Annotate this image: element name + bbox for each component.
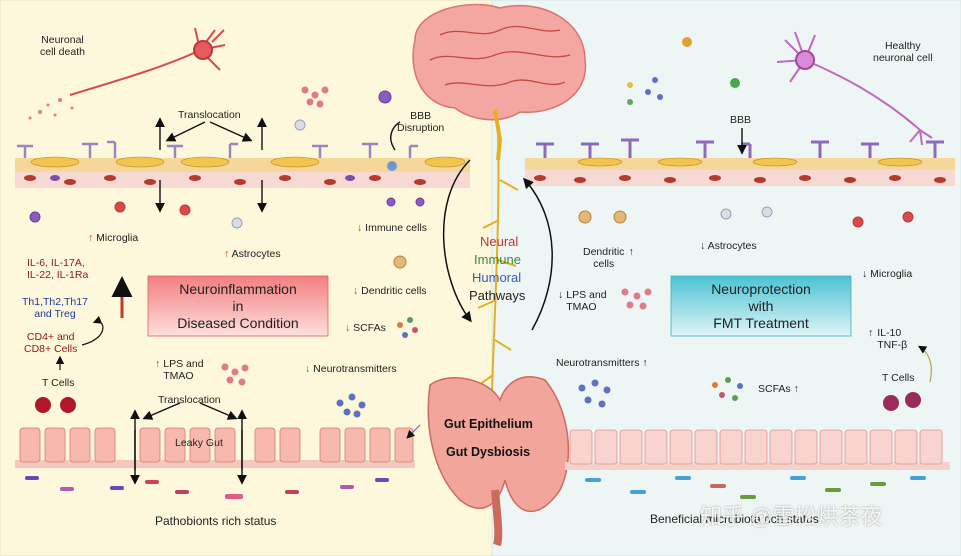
humoral-label: Humoral [472, 270, 522, 285]
dendritic-cells [393, 210, 627, 269]
t-cells-left-label: T Cells [42, 377, 75, 389]
bbb-disruption-label: BBB Disruption [397, 110, 445, 134]
bbb-layer-right [525, 138, 955, 186]
th-cells-label: Th1,Th2,Th17 and Treg [22, 296, 88, 320]
colored-cells-top-right [627, 37, 740, 105]
cytokine-dots [221, 86, 652, 386]
brain [412, 3, 587, 161]
vagus-nerve [477, 129, 519, 391]
gut-lining-right [565, 429, 950, 470]
arrow-down-icon: ↓ [345, 322, 351, 334]
arrow-down-icon: ↓ [700, 240, 706, 252]
arrow-up-icon: ↑ [868, 327, 874, 339]
scfas-right-text: SCFAs [758, 383, 791, 395]
arrow-up-icon: ↑ [642, 357, 648, 369]
arrow-up-icon: ↑ [88, 232, 94, 244]
t-cell-discs [35, 392, 921, 413]
lps-text: LPS and TMAO [163, 358, 204, 382]
dying-neuron [69, 27, 226, 96]
astrocytes-right-text: Astrocytes [707, 240, 757, 252]
microglia-label: ↑ Microglia [88, 232, 138, 244]
arrow-down-icon: ↓ [862, 268, 868, 280]
microglia-right-text: Microglia [870, 268, 913, 280]
scfas-left-label: ↓ SCFAs [345, 322, 386, 334]
bacteria-left [25, 476, 389, 499]
dendritic-cells-text: Dendritic cells [361, 285, 427, 297]
scfas-right-label: SCFAs ↑ [758, 383, 799, 395]
watermark: 知乎 @雪松烘茶夜 [700, 504, 883, 529]
arrow-up-icon: ↑ [224, 248, 230, 260]
dendritic-cells-right-text: Dendritic cells [583, 246, 625, 270]
scfas-text: SCFAs [353, 322, 386, 334]
bacteria-right [585, 476, 926, 499]
bbb-right-label: BBB [730, 114, 752, 126]
neuroprotection-text: Neuroprotection with FMT Treatment [711, 280, 811, 331]
leaky-gut-label: Leaky Gut [175, 437, 223, 449]
neuroinflammation-text: Neuroinflammation in Diseased Condition [177, 280, 299, 331]
neurotransmitters-left-label: ↓ Neurotransmitters [305, 363, 397, 375]
microglia-text: Microglia [96, 232, 139, 244]
t-cell-arrows [55, 315, 932, 439]
neural-label: Neural [480, 234, 519, 249]
gut-intestine [427, 376, 570, 547]
gut-dysbiosis-label: Gut Dysbiosis [446, 445, 531, 459]
translocation-arrows [130, 117, 747, 485]
arrow-up-icon: ↑ [793, 383, 799, 395]
translocation-bottom-label: Translocation [158, 394, 221, 406]
astrocyte-cells [231, 119, 773, 229]
beneficial-status-label: Beneficial microbiota rich status [650, 512, 819, 526]
neuronal-cell-death-label: Neuronal cell death [40, 34, 85, 58]
scfa-dots [397, 317, 743, 401]
neurotransmitters-text: Neurotransmitters [313, 363, 397, 375]
healthy-neuron [776, 31, 933, 146]
dendritic-cells-right-label: Dendritic cells↑ [583, 246, 634, 270]
pathways-label: Pathways [469, 288, 526, 303]
astrocytes-text: Astrocytes [231, 248, 281, 260]
immune-purple-cells [29, 90, 425, 223]
dendritic-cells-label: ↓ Dendritic cells [353, 285, 427, 297]
arrow-down-icon: ↓ [305, 363, 311, 375]
arrow-down-icon: ↓ [558, 289, 564, 301]
il10-text: IL-10 TNF-β [877, 327, 908, 351]
pathway-arrow-down [443, 159, 472, 323]
arrow-up-icon: ↑ [155, 358, 161, 370]
translocation-top-label: Translocation [178, 109, 241, 121]
immune-label: Immune [474, 252, 521, 267]
arrow-down-icon: ↓ [357, 222, 363, 234]
astrocytes-right-label: ↓ Astrocytes [700, 240, 757, 252]
gut-lining-left [15, 427, 415, 468]
t-cells-right-label: T Cells [882, 372, 915, 384]
immune-cells-label: ↓ Immune cells [357, 222, 427, 234]
microglia-right-label: ↓ Microglia [862, 268, 912, 280]
healthy-neuronal-cell-label: Healthy neuronal cell [873, 40, 933, 64]
cd-cells-label: CD4+ and CD8+ Cells [24, 331, 78, 355]
neurotransmitters-right-label: Neurotransmitters ↑ [556, 357, 648, 369]
pathway-arrow-up [523, 177, 553, 331]
astrocytes-label: ↑ Astrocytes [224, 248, 281, 260]
arrow-down-icon: ↓ [353, 285, 359, 297]
il10-label: ↑IL-10 TNF-β [868, 327, 907, 351]
bbb-layer-left [15, 140, 470, 188]
arrow-up-icon: ↑ [628, 246, 634, 258]
neurotransmitters-right-text: Neurotransmitters [556, 357, 640, 369]
lps-right-label: ↓LPS and TMAO [558, 289, 607, 313]
neuroinflammation-box [147, 275, 329, 337]
neurotransmitter-dots [336, 77, 663, 418]
pathobionts-status-label: Pathobionts rich status [155, 514, 277, 528]
gut-epithelium-label: Gut Epithelium [444, 417, 533, 431]
immune-cells-text: Immune cells [365, 222, 428, 234]
microglia-cells [114, 201, 914, 228]
lps-right-text: LPS and TMAO [566, 289, 607, 313]
dying-neuron-fragments [28, 98, 74, 120]
lps-left-label: ↑LPS and TMAO [155, 358, 204, 382]
neuroprotection-box [670, 275, 852, 337]
cytokines-label: IL-6, IL-17A, IL-22, IL-1Ra [27, 257, 89, 281]
